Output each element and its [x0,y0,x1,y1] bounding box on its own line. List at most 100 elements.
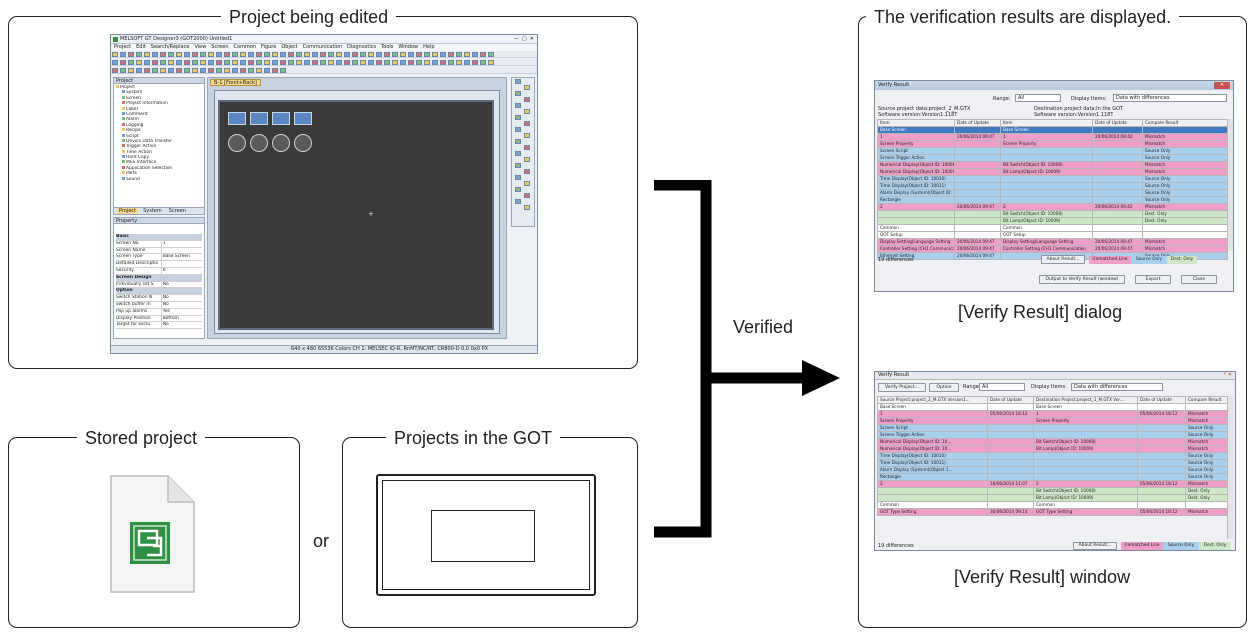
toolbar-icon[interactable] [384,52,390,57]
toolbar-icon[interactable] [352,52,358,57]
column-header[interactable]: Item [1000,119,1093,127]
output-to-window-button[interactable]: Output to Verify Result (window) [1039,275,1125,284]
toolbar-icon[interactable] [200,52,206,57]
dialog-range-select[interactable]: All [1015,94,1061,102]
dialog-close-icon[interactable]: ✕ [1214,82,1230,89]
window-display-items-select[interactable]: Data with differences [1071,383,1163,391]
figure-tool-icon[interactable] [524,193,530,198]
dialog-about-result-button[interactable]: About Result... [1041,255,1085,264]
menu-item-window[interactable]: Window [398,44,419,50]
tree-item[interactable]: Screen [116,95,204,101]
menu-item-tools[interactable]: Tools [381,44,394,50]
toolbar-icon[interactable] [208,60,214,65]
result-row[interactable]: Numerical Display(Object ID: 10...Bit Sw… [877,438,1228,446]
toolbar-icon[interactable] [128,68,134,73]
figure-tool-icon[interactable] [515,151,521,156]
toolbar-icon[interactable] [224,68,230,73]
tree-item[interactable]: System [116,90,204,95]
toolbar-icon[interactable] [400,52,406,57]
result-row[interactable]: Bit Lamp(Object ID: 10009)Dest. Only [877,494,1228,502]
tree-item[interactable]: Hard Copy [116,155,204,160]
window-pin-close-icon[interactable]: ᵖ ✕ [1224,372,1232,378]
toolbar-icon[interactable] [448,52,454,57]
panel-tab[interactable]: System [143,208,162,214]
toolbar-icon[interactable] [424,52,430,57]
toolbar-icon[interactable] [416,60,422,65]
figure-tool-icon[interactable] [524,109,530,114]
menu-item-view[interactable]: View [194,44,207,50]
toolbar-icon[interactable] [424,60,430,65]
toolbar-icon[interactable] [432,60,438,65]
property-row[interactable]: Option [116,288,202,296]
menu-item-edit[interactable]: Edit [136,44,146,50]
tree-item[interactable]: MES Interface [116,160,204,165]
toolbar-icon[interactable] [456,60,462,65]
toolbar-icon[interactable] [184,68,190,73]
column-header[interactable]: Destination Project:project_1_M.GTX Ver.… [1033,396,1138,404]
toolbar-icon[interactable] [160,60,166,65]
toolbar-icon[interactable] [392,52,398,57]
column-header[interactable]: Item [877,119,955,127]
toolbar-icon[interactable] [120,68,126,73]
tree-item[interactable]: Application Selection [116,165,204,171]
tree-item[interactable]: Comment [116,111,204,117]
toolbar-icon[interactable] [384,60,390,65]
tree-item[interactable]: Alarm [116,117,204,122]
result-row[interactable]: Time Display(Object ID: 10010)Source Onl… [877,452,1228,460]
result-row[interactable]: Numerical Display(Object ID: 10009)Bit L… [877,168,1228,176]
toolbar-icon[interactable] [344,60,350,65]
toolbar-icon[interactable] [232,60,238,65]
figure-tool-icon[interactable] [524,133,530,138]
menu-item-screen[interactable]: Screen [211,44,229,50]
menu-item-search-replace[interactable]: Search/Replace [150,44,190,50]
menu-item-common[interactable]: Common [233,44,257,50]
tree-item[interactable]: Time Action [116,149,204,155]
bit-switch[interactable] [250,112,268,125]
close-button[interactable]: Close [1181,275,1217,284]
toolbar-icon[interactable] [192,52,198,57]
menu-item-communication[interactable]: Communication [302,44,343,50]
toolbar-icon[interactable] [192,60,198,65]
toolbar-icon[interactable] [272,52,278,57]
figure-tool-icon[interactable] [515,187,521,192]
column-header[interactable]: Source Project:project_2_M.GTX Version1.… [877,396,988,404]
toolbar-icon[interactable] [216,68,222,73]
figure-tool-icon[interactable] [524,169,530,174]
column-header[interactable]: Date of Update [1137,396,1186,404]
toolbar-icon[interactable] [488,52,494,57]
toolbar-icon[interactable] [288,60,294,65]
result-row[interactable]: Numerical Display(Object ID: 10...Bit La… [877,445,1228,453]
toolbar-icon[interactable] [248,60,254,65]
toolbar-icon[interactable] [232,52,238,57]
tree-item[interactable]: Trigger Action [116,144,204,149]
figure-tool-icon[interactable] [524,121,530,126]
toolbar-icon[interactable] [344,52,350,57]
menu-item-project[interactable]: Project [114,44,132,50]
window-range-select[interactable]: All [979,383,1025,391]
figure-tool-icon[interactable] [515,175,521,180]
figure-tool-icon[interactable] [515,127,521,132]
toolbar-icon[interactable] [352,60,358,65]
toolbar-icon[interactable] [200,60,206,65]
toolbar-icon[interactable] [200,68,206,73]
toolbar-icon[interactable] [168,68,174,73]
toolbar-icon[interactable] [440,52,446,57]
toolbar-icon[interactable] [248,52,254,57]
toolbar-icon[interactable] [176,60,182,65]
bit-switch[interactable] [294,112,312,125]
property-row[interactable]: Screen Design [116,274,202,282]
toolbar-icon[interactable] [136,52,142,57]
toolbar-icon[interactable] [160,68,166,73]
toolbar-icon[interactable] [128,52,134,57]
